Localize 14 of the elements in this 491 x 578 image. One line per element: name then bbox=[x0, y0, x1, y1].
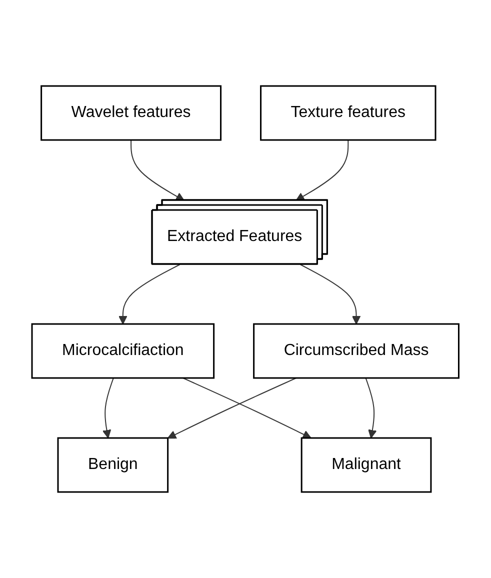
arrow bbox=[130, 140, 185, 201]
arrow bbox=[296, 140, 349, 201]
node-box: Wavelet features bbox=[40, 85, 222, 141]
arrow bbox=[102, 378, 114, 438]
node-box: Microcalcifiaction bbox=[31, 323, 215, 379]
arrow bbox=[365, 378, 377, 438]
node-box: Malignant bbox=[300, 437, 432, 493]
node-box: Texture features bbox=[260, 85, 436, 141]
arrow bbox=[118, 264, 180, 324]
node-box: Circumscribed Mass bbox=[253, 323, 460, 379]
arrow bbox=[182, 378, 312, 438]
node-box: Benign bbox=[57, 437, 169, 493]
arrow bbox=[300, 264, 361, 324]
arrow bbox=[168, 378, 297, 439]
